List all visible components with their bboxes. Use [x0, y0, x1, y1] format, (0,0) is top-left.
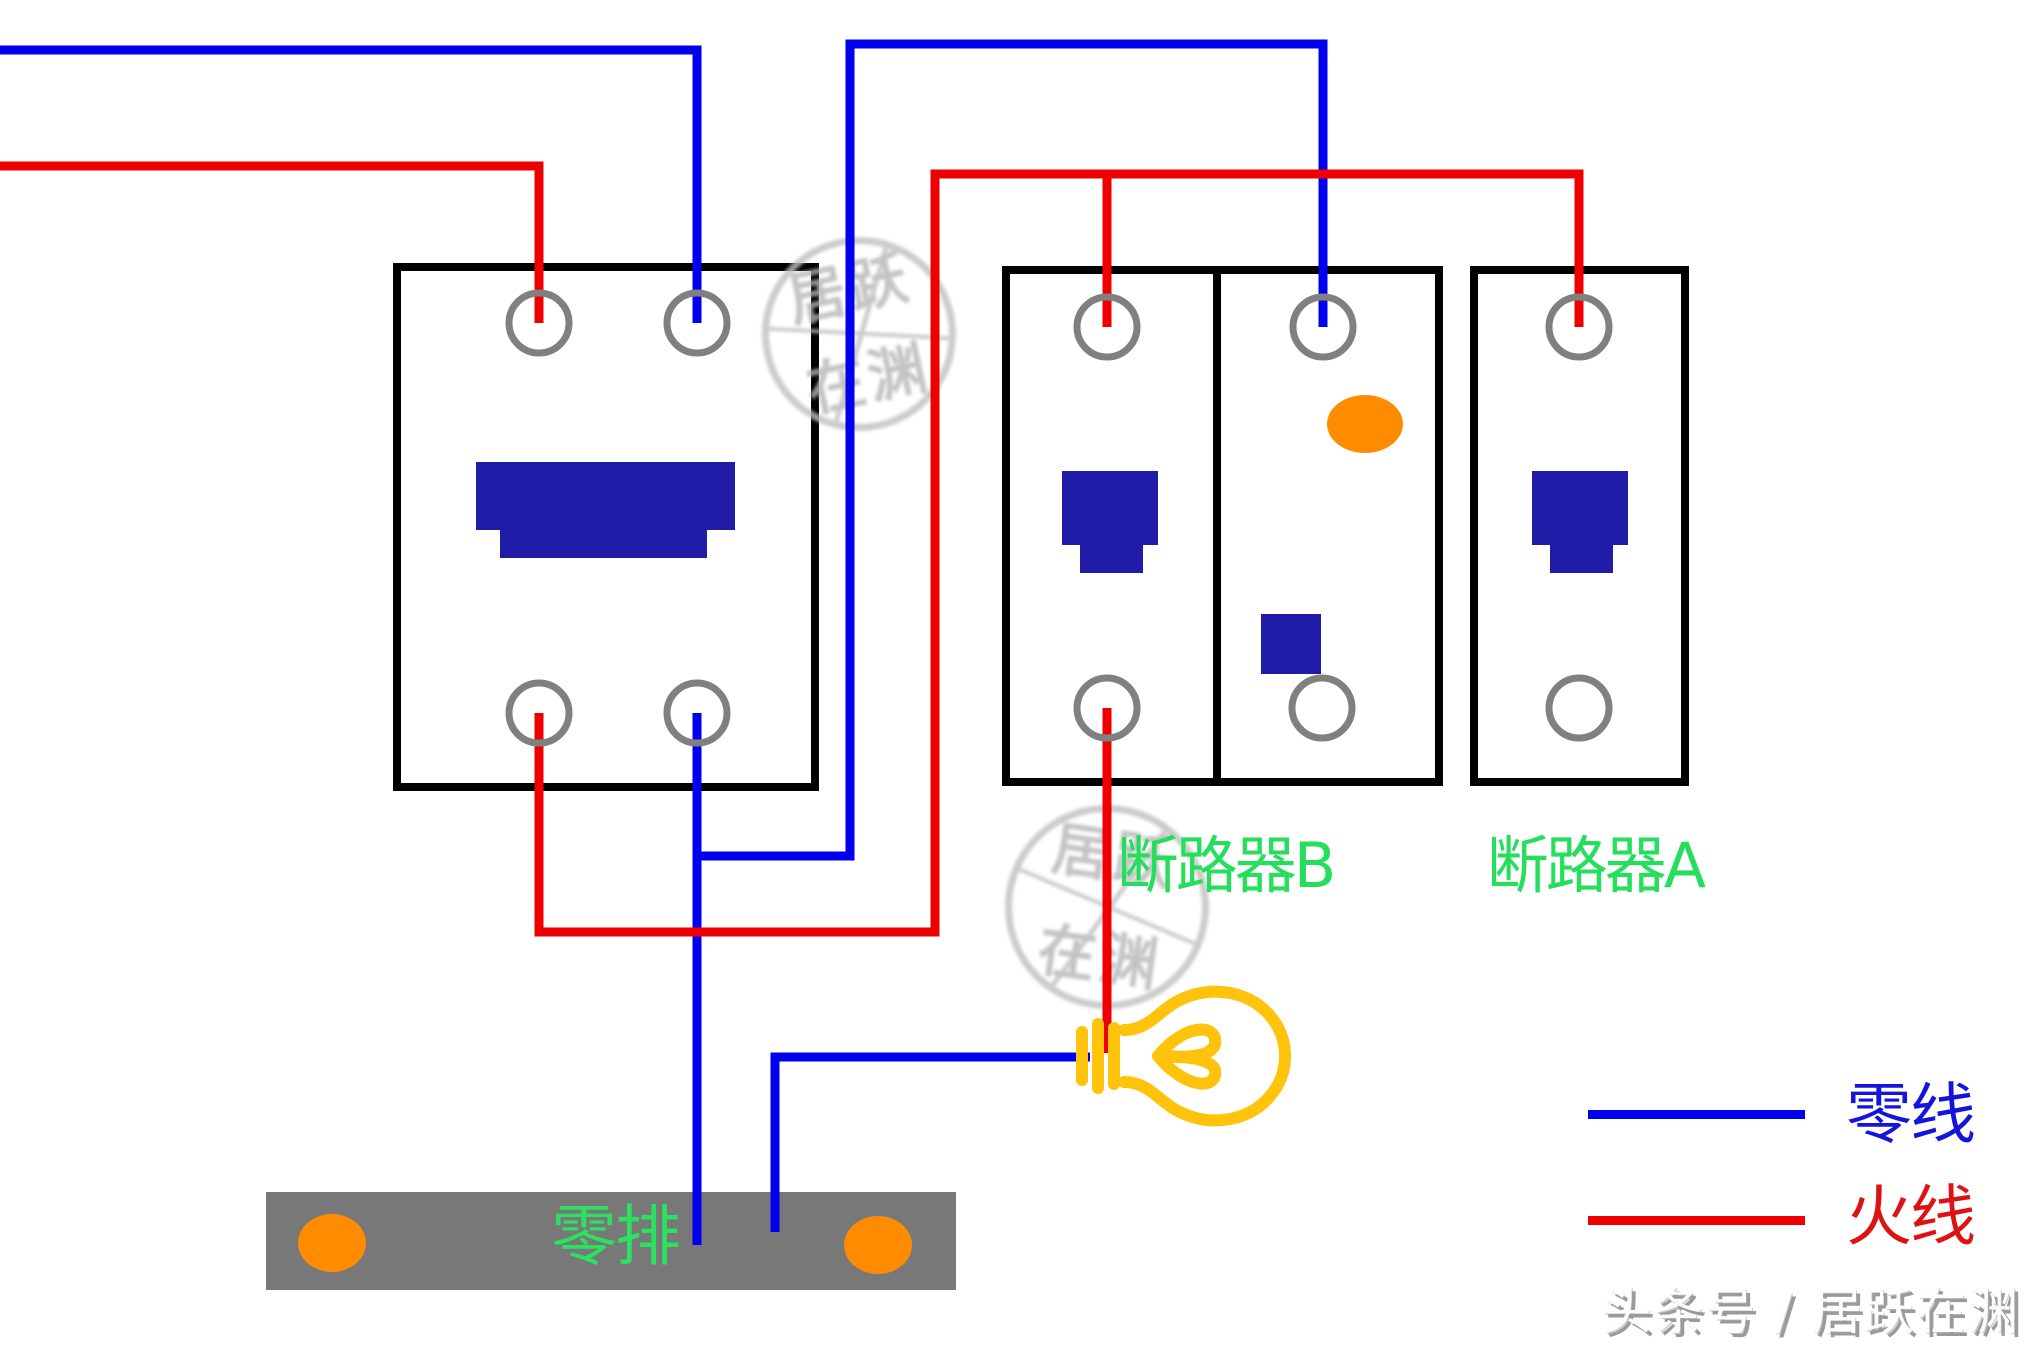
caption: 头条号 / 居跃在渊	[1601, 1283, 2020, 1341]
watermark-text: 居跃	[781, 242, 918, 336]
watermark-text: 在渊	[800, 332, 937, 426]
light-bulb-icon	[1076, 985, 1292, 1127]
bulb-glass-outline	[1118, 985, 1292, 1127]
bulb-filament	[1152, 1023, 1222, 1090]
main-breaker-box	[393, 263, 819, 791]
watermark-stamp-icon: 居跃 在渊	[991, 791, 1223, 1023]
breaker-a-box	[1470, 266, 1689, 786]
breaker-b-module-divider	[1213, 266, 1221, 786]
breaker-b-box	[1002, 266, 1443, 786]
breaker-b-label: 断路器B	[1116, 829, 1337, 902]
breaker-a-label: 断路器A	[1486, 829, 1706, 902]
legend-neutral-wire-swatch	[1588, 1110, 1805, 1119]
legend-neutral-wire-label: 零线	[1846, 1076, 1976, 1153]
legend-live-wire-swatch	[1588, 1216, 1805, 1225]
legend-live-wire-label: 火线	[1846, 1178, 1976, 1255]
neutral-bar-label: 零排	[551, 1198, 681, 1275]
watermark-text: 在渊	[1033, 915, 1167, 1000]
